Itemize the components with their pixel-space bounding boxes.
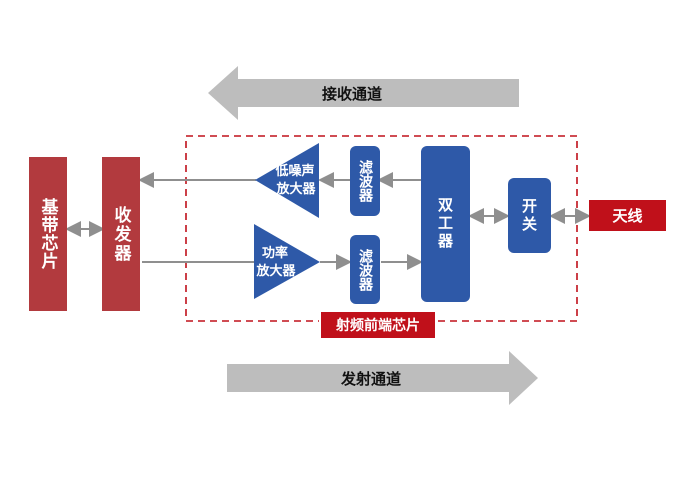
baseband-chip-block: 基带芯片 (29, 157, 67, 311)
pa-label-line1: 功率 (262, 245, 288, 261)
lna-label-line2: 放大器 (275, 181, 316, 197)
lna-label-line1: 低噪声 (274, 163, 314, 179)
transceiver-block: 收发器 (102, 157, 140, 311)
switch-block: 开关 (508, 178, 551, 253)
duplexer-block: 双工器 (421, 146, 470, 302)
tx-filter-block: 滤波器 (350, 235, 380, 304)
transmit-channel-label: 发射通道 (340, 370, 401, 388)
receive-channel-label: 接收通道 (322, 85, 382, 103)
rf-frontend-chip-label: 射频前端芯片 (319, 310, 437, 340)
antenna-block: 天线 (589, 200, 666, 231)
connection-lines (65, 172, 591, 270)
pa-label-line2: 放大器 (255, 263, 296, 279)
lna-block: 低噪声 放大器 (255, 143, 319, 218)
receive-channel-arrow: 接收通道 (208, 66, 519, 120)
pa-block: 功率 放大器 (254, 224, 320, 299)
transmit-channel-arrow: 发射通道 (227, 351, 538, 405)
rx-filter-block: 滤波器 (350, 146, 380, 216)
